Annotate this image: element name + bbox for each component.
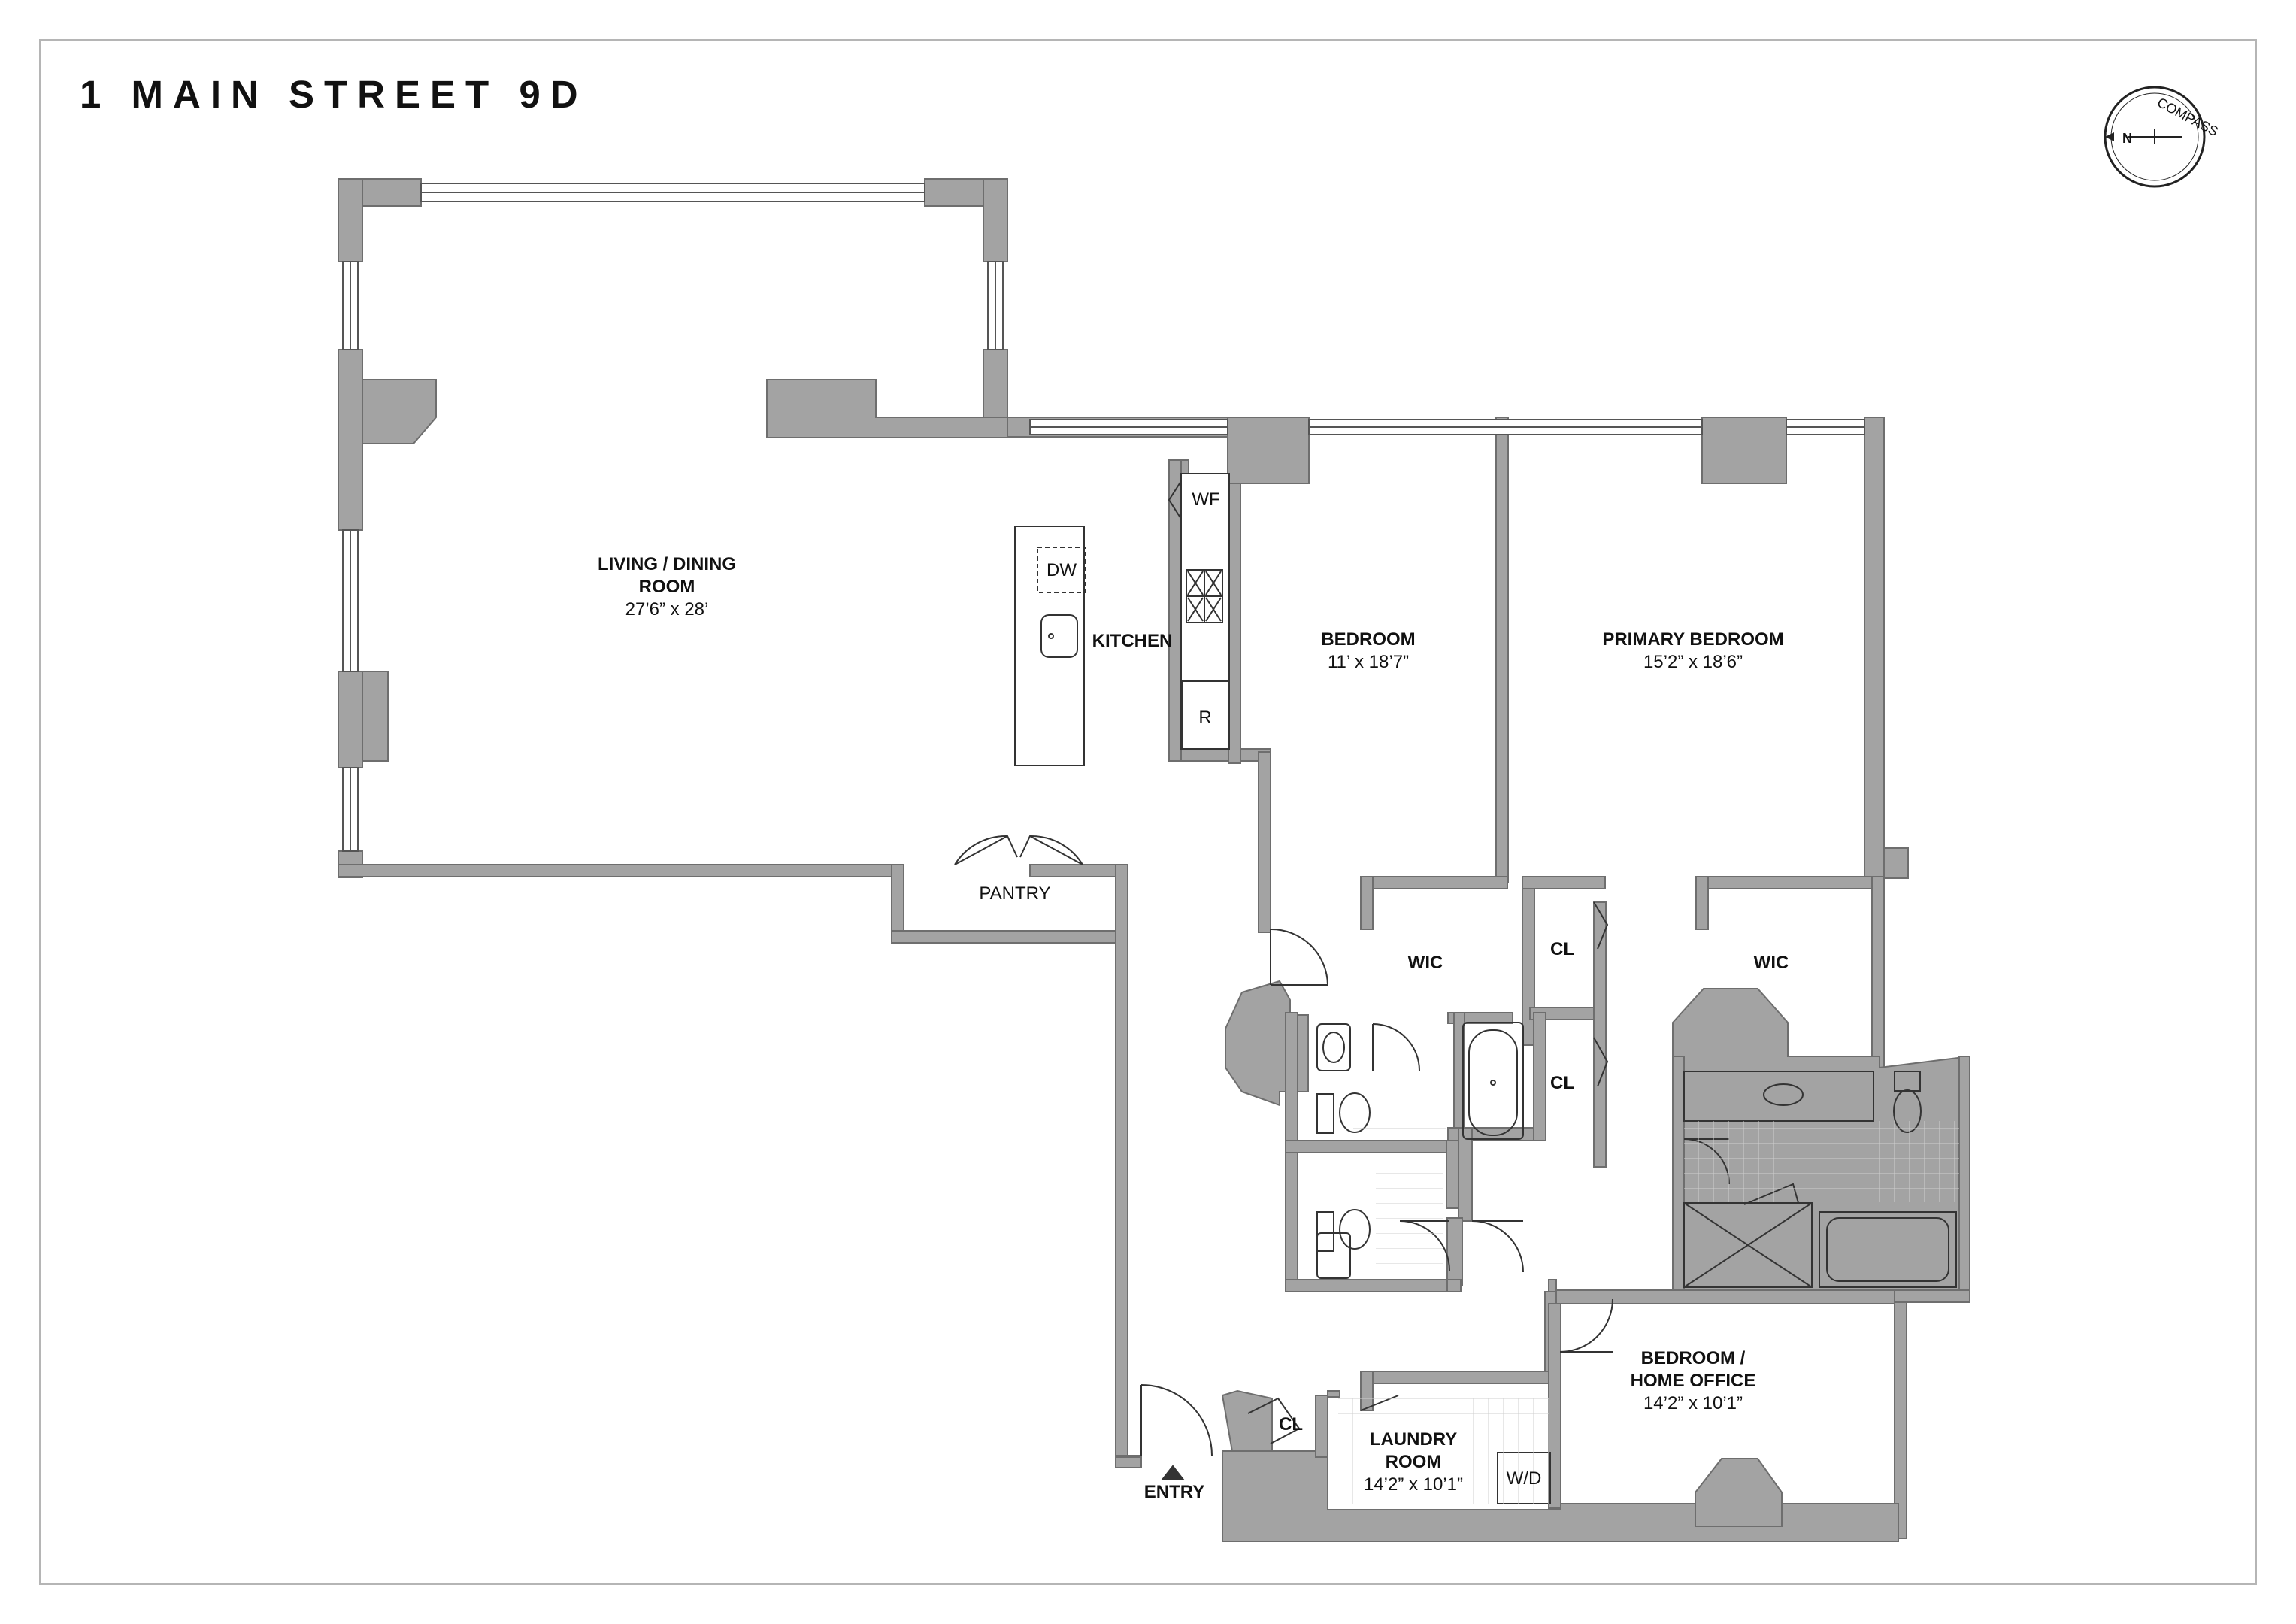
- pantry-name: PANTRY: [979, 883, 1050, 904]
- living-room-name-1: LIVING / DINING: [598, 554, 736, 574]
- page-frame: [39, 39, 2257, 1585]
- office-dims: 14’2” x 10’1”: [1643, 1393, 1743, 1413]
- living-room-dims: 27’6” x 28’: [625, 599, 709, 620]
- office-name-1: BEDROOM /: [1641, 1348, 1746, 1368]
- walls: [338, 178, 1970, 1542]
- compass-north-label: N: [2122, 131, 2132, 146]
- closet-top-name: CL: [1550, 939, 1574, 959]
- tile-floors: [1338, 1024, 1959, 1504]
- closet-mid-name: CL: [1550, 1073, 1574, 1093]
- bedroom-dims: 11’ x 18’7”: [1328, 652, 1409, 672]
- bedroom-name: BEDROOM: [1321, 629, 1415, 650]
- windows: [342, 183, 1865, 852]
- laundry-dims: 14’2” x 10’1”: [1364, 1474, 1463, 1495]
- kitchen-name: KITCHEN: [1092, 631, 1173, 651]
- refrigerator-label: R: [1198, 707, 1211, 728]
- compass-rose: N COMPASS: [2104, 86, 2221, 188]
- room-labels: LIVING / DINING ROOM 27’6” x 28’ KITCHEN…: [598, 489, 1789, 1502]
- primary-bedroom-dims: 15’2” x 18’6”: [1643, 652, 1743, 672]
- listing-title: 1 MAIN STREET 9D: [80, 73, 588, 116]
- wic-right-name: WIC: [1754, 953, 1789, 973]
- entry-label: ENTRY: [1144, 1482, 1204, 1502]
- laundry-name-1: LAUNDRY: [1370, 1429, 1457, 1450]
- office-name-2: HOME OFFICE: [1631, 1371, 1756, 1391]
- living-room-name-2: ROOM: [639, 577, 695, 597]
- laundry-name-2: ROOM: [1386, 1452, 1442, 1472]
- closet-entry-name: CL: [1279, 1414, 1303, 1435]
- wic-left-name: WIC: [1408, 953, 1443, 973]
- primary-bedroom-name: PRIMARY BEDROOM: [1602, 629, 1783, 650]
- fixtures: [954, 473, 1957, 1504]
- wall-fridge-label: WF: [1192, 489, 1219, 510]
- washer-dryer-label: W/D: [1507, 1468, 1542, 1489]
- dishwasher-label: DW: [1047, 560, 1077, 580]
